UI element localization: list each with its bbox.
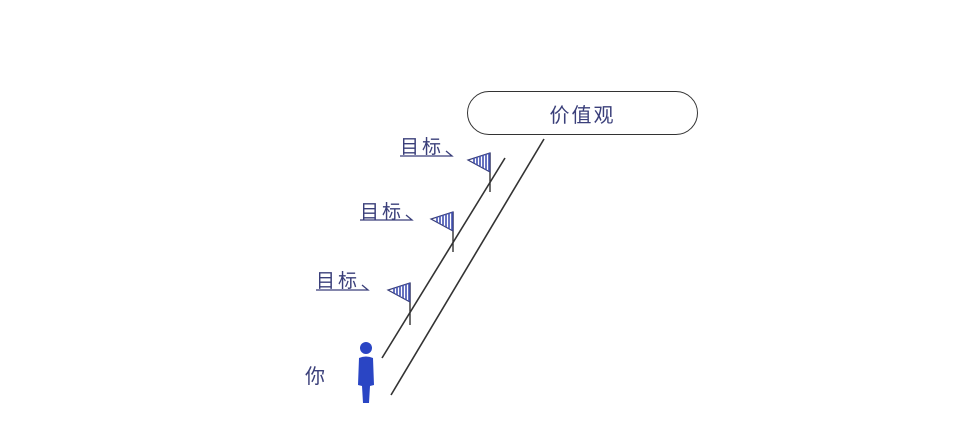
- path-outer-line: [390, 138, 545, 396]
- goal-label-middle: 目标: [360, 201, 405, 223]
- path-inner-line: [381, 157, 506, 359]
- goal-underline: [360, 214, 414, 221]
- goal-underline: [400, 150, 454, 157]
- person-label: 你: [305, 364, 328, 388]
- flag-icon: [429, 211, 454, 252]
- values-box: 价值观: [467, 91, 698, 135]
- person-icon: [358, 342, 374, 403]
- flag-icon: [466, 152, 491, 192]
- flag-icon: [386, 282, 411, 325]
- goal-label-bottom: 目标: [316, 270, 361, 292]
- goal-underline: [316, 284, 370, 291]
- values-label: 价值观: [549, 102, 616, 127]
- goal-label-top: 目标: [400, 136, 445, 158]
